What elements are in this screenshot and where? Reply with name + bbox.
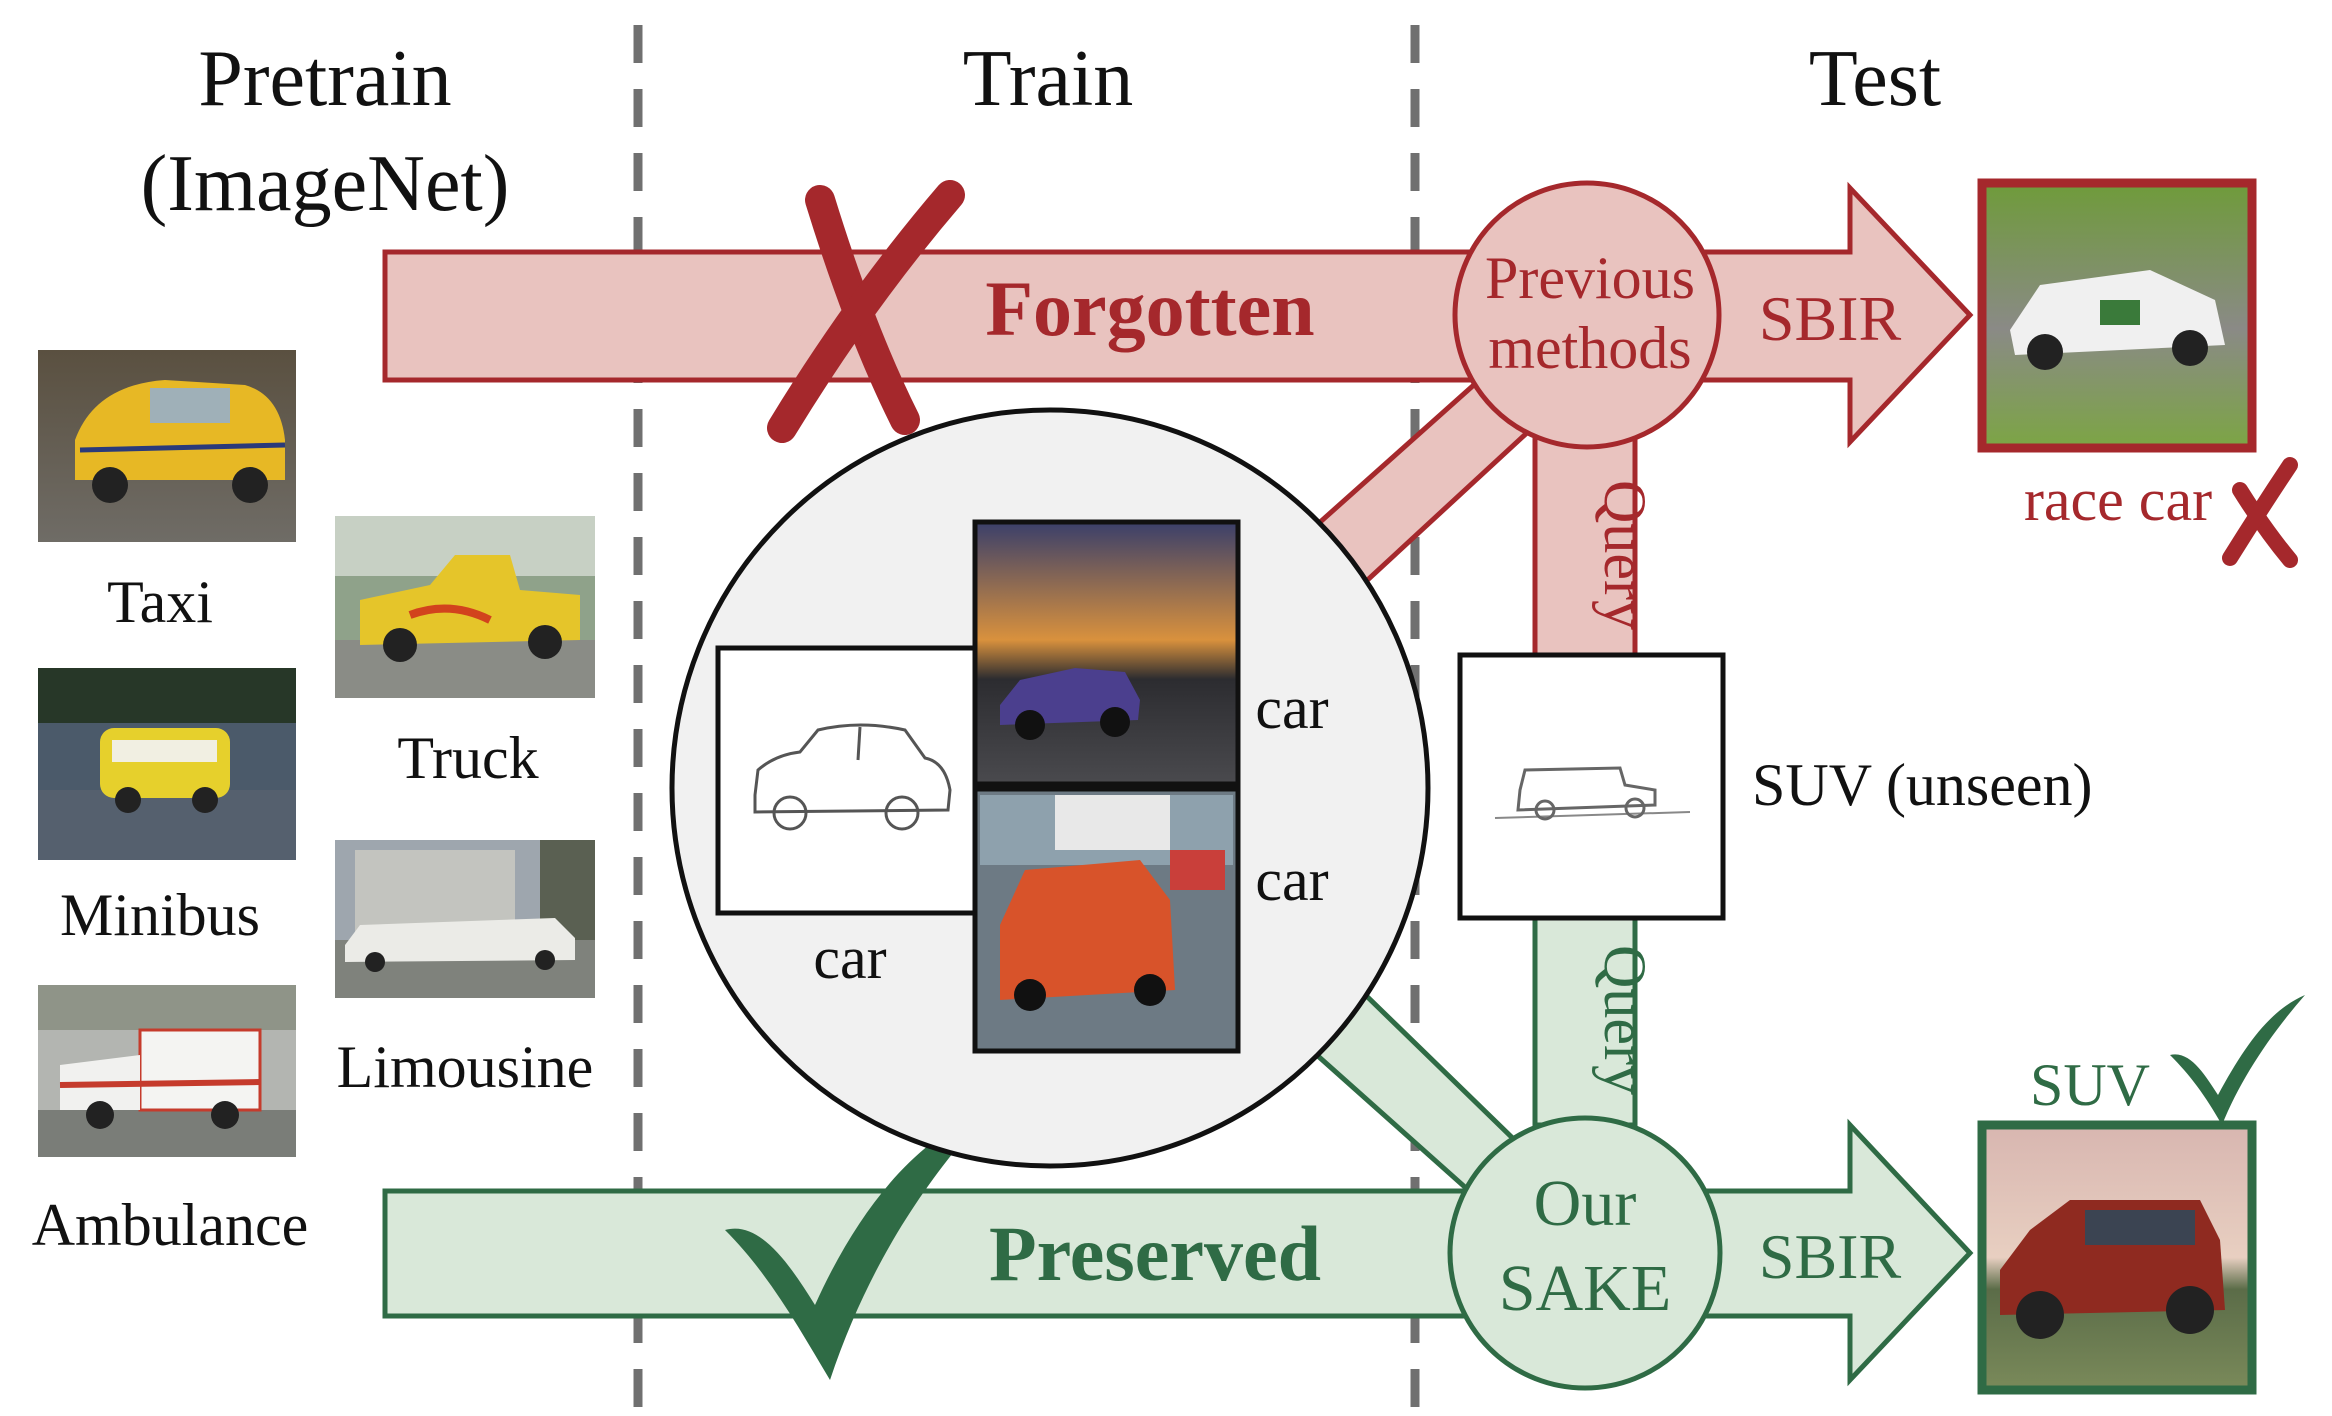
forgotten-path: Previous methods Forgotten SBIR Query [382,180,1974,658]
train-car-sketch [715,645,983,916]
query-label-top: Query [1592,480,1658,630]
class-label-truck: Truck [397,725,538,791]
header-train: Train [963,35,1133,123]
training-set: car car car [669,407,1431,1169]
result-race-car-image [1977,178,2257,453]
imagenet-limousine-image [335,840,595,998]
class-label-ambulance: Ambulance [32,1192,309,1258]
test-sketch-label: SUV (unseen) [1752,752,2093,818]
train-sketch-label: car [813,925,886,991]
train-car-photo-2 [972,786,1241,1054]
header-pretrain-sub: (ImageNet) [141,140,510,228]
preserved-label: Preserved [989,1210,1321,1297]
query-label-bottom: Query [1592,945,1658,1095]
forgotten-label: Forgotten [985,265,1314,352]
result-race-car-label: race car [2024,467,2212,533]
train-car-photo-1 [972,519,1241,787]
preserved-path: Our SAKE Preserved SBIR Query [382,912,1974,1391]
correct-check-icon [2170,995,2305,1125]
result-suv-label: SUV [2030,1052,2150,1118]
result-suv-image [1977,1120,2257,1395]
previous-methods-line1: Previous [1485,245,1695,311]
header-pretrain: Pretrain [198,35,451,123]
preserved-check-icon [725,1110,990,1380]
class-label-limousine: Limousine [337,1034,594,1100]
sbir-label-top: SBIR [1759,283,1902,354]
previous-methods-line2: methods [1488,315,1691,381]
our-sake-line1: Our [1534,1167,1637,1240]
imagenet-taxi-image [38,350,296,542]
imagenet-truck-image [335,516,595,698]
train-photo-1-label: car [1255,675,1328,741]
sbir-label-bottom: SBIR [1759,1221,1902,1292]
imagenet-ambulance-image [38,985,296,1157]
wrong-cross-icon [2222,457,2298,568]
imagenet-minibus-image [38,668,296,860]
test-suv-sketch [1457,652,1726,921]
our-sake-node [1447,1115,1723,1391]
class-label-taxi: Taxi [107,569,213,635]
our-sake-line2: SAKE [1499,1252,1671,1325]
train-photo-2-label: car [1255,847,1328,913]
header-test: Test [1809,35,1941,123]
preserved-arrow [382,1118,1974,1387]
previous-methods-node [1452,180,1722,450]
class-label-minibus: Minibus [60,882,260,948]
forgotten-cross-icon [767,180,965,443]
